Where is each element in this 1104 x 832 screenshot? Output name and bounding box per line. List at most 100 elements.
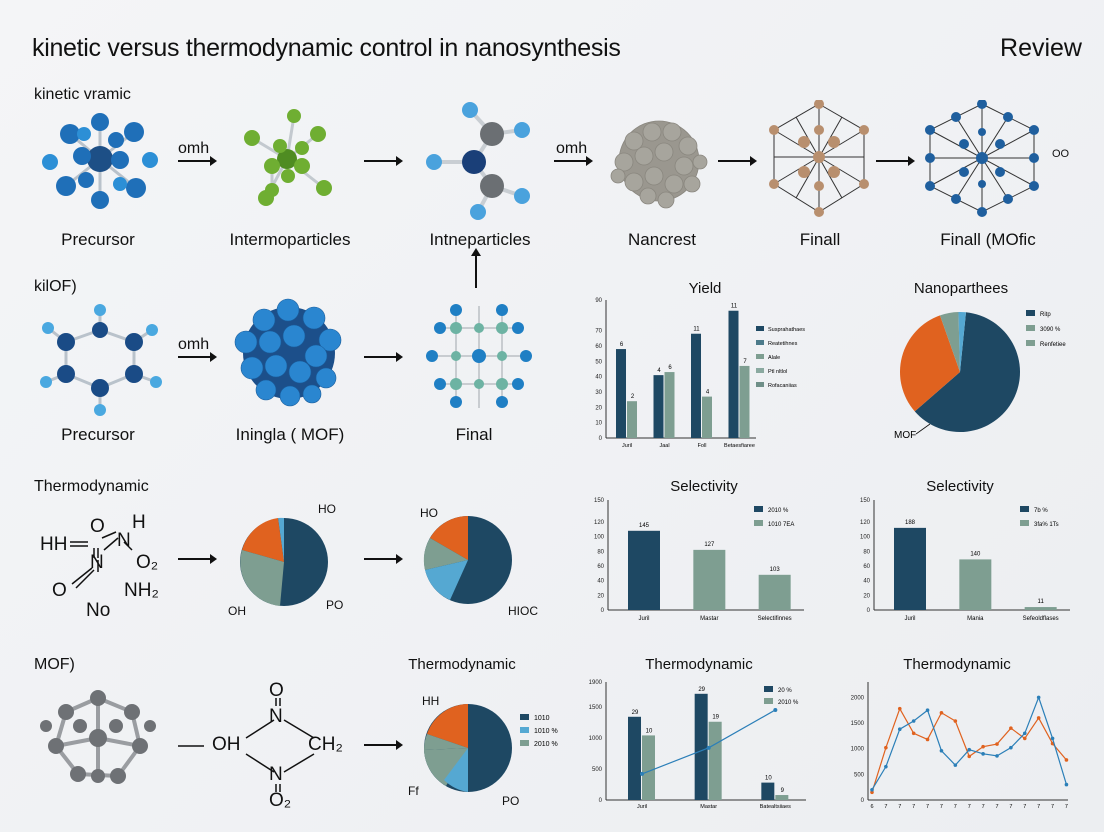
- x-tick-label: 7: [982, 804, 985, 808]
- arrow-right-icon: [178, 352, 217, 362]
- y-tick-label: 40: [597, 579, 604, 585]
- data-label: 103: [770, 567, 781, 573]
- bar: [653, 375, 664, 438]
- y-tick-label: 80: [863, 549, 870, 555]
- bar: [693, 549, 726, 610]
- series-point: [884, 745, 888, 750]
- data-label: 9: [781, 788, 785, 794]
- chart-f-title: Thermodynamic: [903, 656, 1011, 673]
- thermo-pie-3-label-c: Ff: [408, 784, 419, 798]
- x-tick-label: Betaesfiaree: [724, 443, 755, 449]
- series-point: [967, 754, 972, 759]
- y-tick-label: 0: [599, 798, 603, 804]
- y-tick-label: 60: [863, 564, 870, 570]
- final-lattice-icon: [769, 100, 869, 217]
- series-point: [1022, 731, 1027, 736]
- arrow-right-icon: [364, 352, 403, 362]
- series-point: [925, 737, 930, 742]
- x-tick-label: 6: [870, 804, 873, 808]
- x-tick-label: 7: [926, 804, 929, 808]
- x-tick-label: Juril: [638, 616, 649, 622]
- x-tick-label: 7: [1009, 804, 1012, 808]
- final-framework-icon: [426, 304, 532, 408]
- legend-label: 3090 %: [1040, 327, 1061, 333]
- x-tick-label: 7: [1065, 804, 1068, 808]
- series-point: [995, 742, 999, 746]
- legend-label: Reatetihnes: [768, 341, 798, 347]
- thermo-pie-3-label-a: HH: [422, 694, 440, 708]
- bar: [664, 372, 675, 438]
- y-tick-label: 1500: [589, 705, 603, 711]
- row4-chart-title: Thermodynamic: [408, 656, 516, 673]
- series-point: [939, 748, 944, 753]
- row3-mol-n2: N: [90, 552, 104, 573]
- legend-swatch: [1020, 506, 1029, 512]
- row2-caption-3: Final: [455, 425, 493, 444]
- legend-label: Renfetiee: [1040, 342, 1066, 348]
- row1-label: kinetic vramic: [34, 86, 131, 103]
- arrow-up-icon: [471, 248, 481, 288]
- svg-text:1010 %: 1010 %: [534, 728, 558, 735]
- pie-slice: [940, 312, 960, 372]
- row4-mol-o2: O₂: [269, 790, 292, 811]
- legend-label: Ritp: [1040, 312, 1051, 318]
- row3-mol-o: O: [90, 516, 105, 537]
- y-tick-label: 30: [595, 390, 602, 396]
- bar: [616, 349, 626, 438]
- y-tick-label: 80: [597, 549, 604, 555]
- legend-label: Ptl nltlol: [768, 369, 787, 375]
- x-tick-label: Selectifinnes: [758, 616, 792, 622]
- thermo-pie-1-label-b: OH: [228, 604, 246, 618]
- y-tick-label: 100: [594, 535, 605, 541]
- series-point: [884, 764, 888, 769]
- row3-mol-o2: O₂: [136, 552, 159, 573]
- legend-label: Rofacaniias: [768, 383, 797, 389]
- legend-label: 20 %: [778, 688, 792, 694]
- row3-mol-hh: HH: [40, 534, 68, 555]
- legend-label: 7b %: [1034, 508, 1048, 514]
- bar: [761, 782, 775, 800]
- series-point: [911, 719, 916, 723]
- x-tick-label: Mastar: [700, 616, 718, 622]
- row1-caption-6: Finall (MOfic: [940, 230, 1036, 249]
- arrow-right-icon: [178, 554, 217, 564]
- bar: [628, 530, 660, 610]
- row4-mol-n-bot: N: [269, 764, 283, 785]
- arrow-right-icon: [364, 156, 403, 166]
- x-tick-label: 7: [1051, 804, 1054, 808]
- series-point: [953, 719, 958, 723]
- x-tick-label: Jaal: [659, 443, 669, 449]
- thermo-pie-3-legend: 1010 1010 % 2010 %: [520, 714, 558, 748]
- data-label: 10: [765, 776, 772, 782]
- data-label: 11: [1038, 599, 1045, 605]
- thermo-pie-1-label-c: PO: [326, 598, 344, 612]
- trend-point: [640, 771, 644, 776]
- y-tick-label: 150: [594, 498, 605, 504]
- x-tick-label: 7: [1023, 804, 1026, 808]
- bar: [702, 396, 712, 438]
- data-label: 19: [712, 715, 719, 721]
- x-tick-label: 7: [968, 804, 971, 808]
- y-tick-label: 150: [860, 498, 871, 504]
- series-point: [995, 754, 999, 758]
- data-label: 6: [668, 365, 672, 371]
- y-tick-label: 1900: [589, 680, 603, 686]
- y-tick-label: 20: [597, 593, 604, 599]
- legend-swatch: [1026, 310, 1035, 316]
- series-point: [1050, 736, 1055, 741]
- thermo-pie-1-label-a: HO: [318, 502, 336, 516]
- x-tick-label: Juril: [904, 616, 915, 622]
- row2-arrow-label: omh: [178, 336, 210, 353]
- row1-caption-5: Finall: [799, 230, 841, 249]
- row2-caption-2: Iningla ( MOF): [235, 425, 345, 444]
- legend-swatch: [756, 340, 764, 345]
- gray-cluster-icon: [40, 690, 156, 784]
- series-point: [1064, 758, 1069, 762]
- x-tick-label: Sefeoldflases: [1023, 616, 1059, 622]
- bar: [894, 527, 926, 610]
- legend-label: 2010 %: [778, 700, 799, 706]
- bar: [627, 401, 637, 438]
- bar: [642, 735, 655, 800]
- legend-swatch: [754, 506, 763, 512]
